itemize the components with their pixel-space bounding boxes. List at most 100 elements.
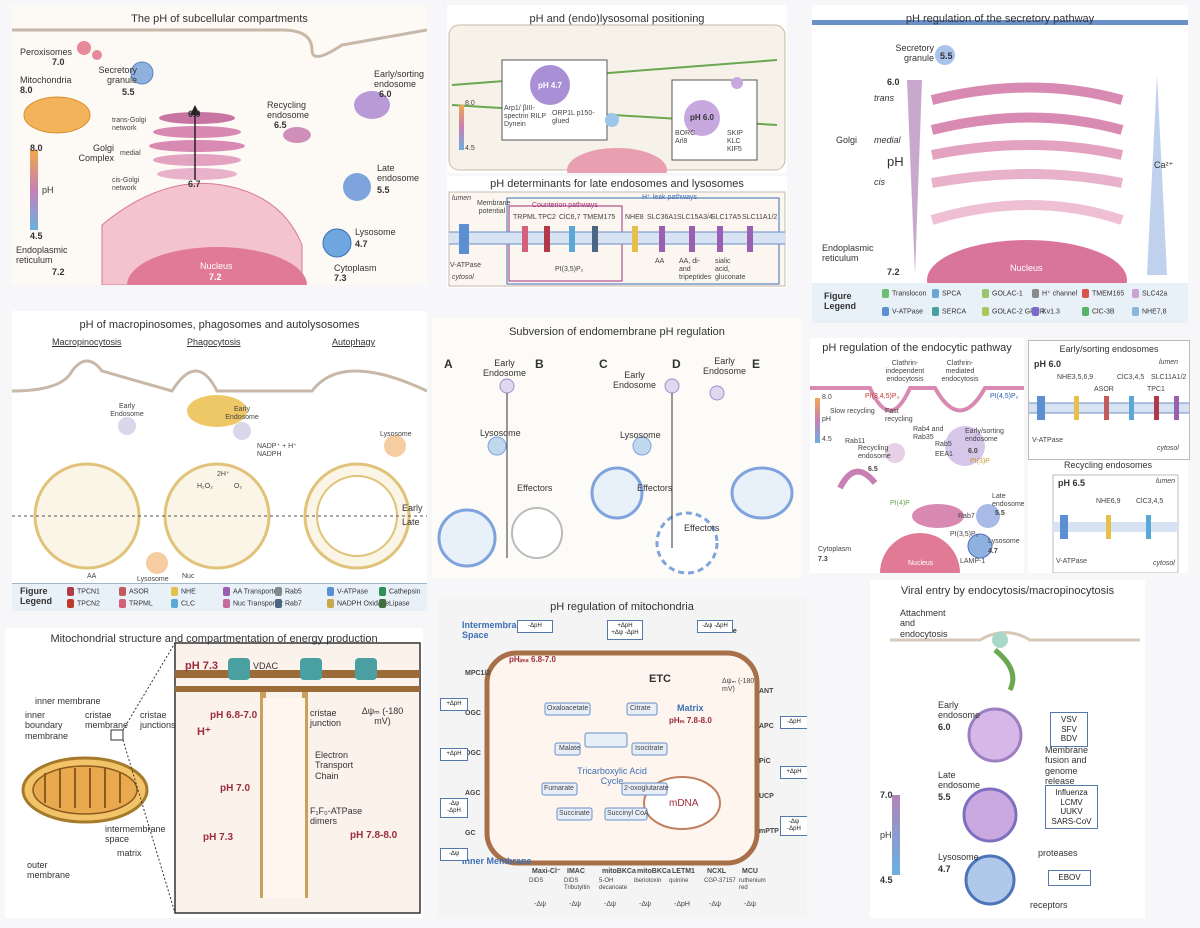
header-autophagy: Autophagy [332, 337, 376, 347]
er-label: Endoplasmic reticulum [16, 245, 68, 266]
atpase-label: F₁F₀-ATPase dimers [310, 806, 363, 827]
o2-label: O₂ [234, 483, 243, 490]
p5-legend-item: TPCN2 [67, 599, 100, 608]
scale-bottom-2: 4.5 [465, 145, 475, 152]
etc-label: Electron Transport Chain [315, 750, 354, 781]
letter-d: D [672, 357, 681, 371]
trans-label-4: trans [874, 93, 895, 103]
p5-legend-item: AA Transporter [223, 587, 280, 596]
mito-right-tag: mPTP [759, 828, 779, 835]
nucleus-ph: 7.2 [209, 272, 222, 282]
panel-secretory-pathway: pH regulation of the secretory pathway S… [812, 5, 1188, 323]
er-label-4: Endoplasmic reticulum [822, 243, 874, 264]
p5-legend-item: TRPML [119, 599, 153, 608]
late-ph-12: 5.5 [938, 792, 951, 802]
recycling-endosome-label: Recycling endosome [267, 100, 310, 121]
panel6-title: Subversion of endomembrane pH regulation [509, 326, 725, 338]
mito-bottom-delta: -Δψ [639, 901, 651, 908]
p4-legend-item: SERCA [932, 307, 966, 316]
late-endosome-7: Late endosome [992, 493, 1024, 509]
mitochondria-label: Mitochondria [20, 75, 72, 85]
tca-isocitrate: Isocitrate [635, 745, 664, 752]
pi345-label: PI(3,4,5)P₃ [865, 393, 900, 400]
cis-label-4: cis [874, 177, 885, 187]
golgi-label-4: Golgi [836, 135, 858, 145]
mito-right-tag: ANT [759, 688, 774, 695]
t8-asor: ASOR [1094, 386, 1114, 393]
panel-subversion: Subversion of endomembrane pH regulation… [432, 318, 802, 578]
t9-nhe: NHE6,9 [1096, 498, 1121, 505]
early-endosome-5a: Early Endosome [110, 403, 144, 419]
mito-bottom-delta: -Δψ [709, 901, 721, 908]
2h-label: 2H⁺ [217, 471, 230, 478]
medial-label: medial [120, 150, 141, 157]
mito-bottom-tag: mitoBKCa [602, 868, 636, 875]
letter-a: A [444, 357, 453, 371]
mito-bottom-drug: iberiotoxin [634, 878, 662, 884]
membrane-potential-label: Membrane potential [477, 200, 511, 216]
t8-slc: SLC11A1/2 [1151, 374, 1187, 381]
sub-aa: AA [655, 258, 665, 265]
mito-right-tag: UCP [759, 793, 774, 800]
cytosol-9: cytosol [1153, 560, 1175, 567]
ph-8: pH 6.0 [1034, 359, 1062, 369]
t9-clc: ClC3,4,5 [1136, 498, 1164, 505]
matrix-label-11: Matrix [677, 703, 704, 713]
lysosome-5a: Lysosome [380, 431, 412, 438]
early-endosome-6a: Early Endosome [482, 358, 527, 379]
p5-legend-item: ASOR [119, 587, 149, 596]
rab7-label: Rab7 [958, 513, 975, 520]
scale-bottom-12: 4.5 [880, 875, 893, 885]
sub-peptides: AA, di- and tripeptides [679, 258, 712, 282]
mito-top-delta: -ΔpH [517, 620, 553, 634]
mito-bottom-delta: -Δψ [569, 901, 581, 908]
pi3p-label: PI(3)P [970, 458, 990, 465]
ph73-bottom: pH 7.3 [203, 832, 234, 843]
slow-recycling: Slow recycling [830, 408, 875, 415]
mdna-label: mDNA [669, 798, 699, 809]
late-endosome-12: Late endosome [938, 770, 981, 791]
p5-legend-item: V-ATPase [327, 587, 368, 596]
mito-left-delta: +ΔpH [440, 698, 468, 712]
medial-label-4: medial [874, 135, 901, 145]
mito-bottom-tag: mitoBKCa [637, 868, 671, 875]
scale-top-12: 7.0 [880, 790, 893, 800]
delta-psi-label: Δψₘ (-180 mV) [361, 706, 404, 727]
early-ph-7: 6.0 [968, 448, 978, 455]
scale-top-7: 8.0 [822, 394, 832, 401]
mitochondria-ph: 8.0 [20, 85, 33, 95]
p4-legend-item: SLC42a [1132, 289, 1167, 298]
ph-label-4: pH [887, 154, 904, 169]
ph-top-4: 6.0 [887, 77, 900, 87]
ca-label: Ca²⁺ [1154, 160, 1174, 170]
panel1-title: The pH of subcellular compartments [131, 13, 308, 25]
outer-membrane-label: outer membrane [27, 860, 71, 881]
lumen-9: lumen [1156, 478, 1176, 485]
ph-matrix-11: pHₘ 7.8-8.0 [669, 716, 712, 725]
mito-bottom-delta: -Δψ [534, 901, 546, 908]
p5-legend-item: NADPH Oxidase [327, 599, 389, 608]
mito-bottom-tag: MCU [742, 868, 758, 875]
hplus-label: H⁺ [197, 726, 211, 738]
intermembrane-label: intermembrane space [105, 824, 166, 845]
p4-legend-item: Translocon [882, 289, 926, 298]
ph-ims: pHᵢₘₛ 6.8-7.0 [509, 655, 556, 664]
scale-mid-7: pH [822, 416, 831, 423]
golgi-bottom-ph: 6.7 [188, 179, 201, 189]
letter-e: E [752, 357, 761, 371]
nuc-label-5: Nuc [182, 573, 195, 580]
panel10-illustration [21, 642, 421, 914]
header-phagocytosis: Phagocytosis [187, 337, 241, 347]
panel3-title: pH determinants for late endosomes and l… [490, 178, 744, 190]
p5-legend-item: Lipase [379, 599, 410, 608]
p5-legend-item: Cathepsin [379, 587, 421, 596]
panel9-illustration [1052, 474, 1179, 573]
delta-11: Δψₘ (-180 mV) [722, 678, 755, 694]
mito-right-delta: +ΔpH [780, 766, 807, 780]
nadph-label: NADP⁺ + H⁺ NADPH [257, 443, 297, 459]
mito-bottom-delta: -Δψ [744, 901, 756, 908]
tca-oxaloacetate: Oxaloacetate [547, 705, 589, 712]
p4-legend-item: ClC-3B [1082, 307, 1115, 316]
tca-succinate: Succinate [559, 810, 590, 817]
mito-bottom-drug: 5-OH decanoate [599, 878, 628, 891]
